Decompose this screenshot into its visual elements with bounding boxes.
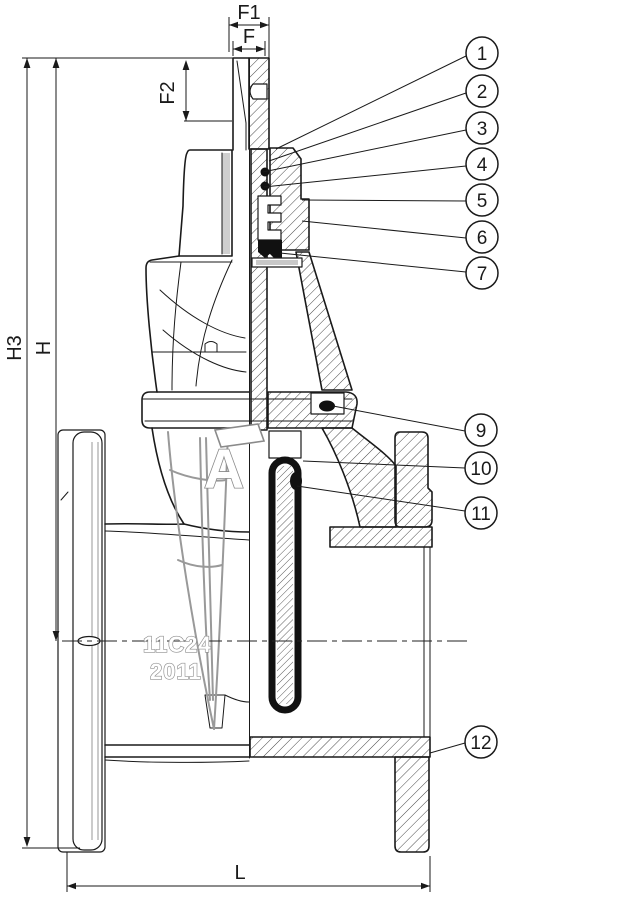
callout-11: 11 — [464, 496, 498, 530]
leader-lines — [262, 55, 467, 754]
stem-section-top — [248, 57, 270, 150]
pipe-wall-lower-section — [249, 736, 431, 758]
bonnet-dome-outline — [145, 255, 180, 393]
dim-f1-label: F1 — [237, 2, 260, 24]
bonnet-neck-wall-section — [295, 251, 353, 391]
stem-cap — [178, 149, 233, 257]
thread-relief — [249, 83, 268, 100]
callout-2: 2 — [465, 74, 499, 108]
callout-9: 9 — [464, 413, 498, 447]
wedge-nut-pocket — [268, 430, 302, 459]
bonnet-joint-details — [268, 392, 345, 714]
dim-l-label: L — [234, 862, 245, 884]
svg-text:12: 12 — [470, 733, 491, 754]
wedge-rubber-core — [277, 466, 293, 704]
svg-text:5: 5 — [477, 191, 488, 212]
svg-text:10: 10 — [470, 459, 491, 480]
svg-text:7: 7 — [477, 264, 488, 285]
dimensions: H3 H F2 F1 F L — [4, 2, 431, 892]
flange-bottom-right-section — [394, 756, 430, 853]
wedge-rubber-outline — [268, 456, 302, 714]
stem-seal — [258, 240, 282, 258]
body-neck-view — [151, 427, 185, 525]
seat-pocket-view — [204, 694, 250, 729]
svg-text:1: 1 — [477, 44, 488, 65]
body-wall-section — [321, 427, 397, 528]
tube-top-edge — [104, 522, 250, 533]
dim-f2-label: F2 — [157, 81, 179, 104]
svg-text:11: 11 — [471, 504, 491, 525]
cast-year: 2011 — [150, 659, 202, 684]
tube-bottom-edge — [104, 744, 250, 758]
dim-h-label: H — [33, 341, 55, 355]
callout-6: 6 — [465, 220, 499, 254]
svg-text:6: 6 — [477, 228, 488, 249]
stem-section-body — [250, 148, 268, 431]
callouts: 1 2 3 4 5 6 7 9 10 11 12 — [464, 36, 499, 759]
flange-top-right-section — [394, 431, 433, 528]
svg-text:4: 4 — [477, 155, 488, 176]
callout-1: 1 — [465, 36, 499, 70]
svg-text:9: 9 — [476, 421, 487, 442]
dim-h3-label: H3 — [4, 335, 26, 361]
svg-text:3: 3 — [477, 119, 488, 140]
callout-7: 7 — [465, 256, 499, 290]
stem-taper-line — [236, 60, 247, 151]
stem-bushing — [257, 195, 282, 241]
bonnet-bolt — [319, 400, 335, 412]
callout-5: 5 — [465, 183, 499, 217]
logo-letter: A — [204, 437, 244, 500]
wedge-view-gray — [167, 431, 229, 730]
pipe-wall-upper-section — [329, 526, 433, 548]
wedge-rubber-lug — [290, 472, 302, 490]
o-ring-lower — [260, 181, 270, 191]
callout-4: 4 — [465, 147, 499, 181]
dim-f-label: F — [243, 26, 255, 48]
logo-flag — [213, 423, 266, 448]
callout-10: 10 — [464, 451, 498, 485]
bonnet-flange-view — [141, 391, 250, 429]
callout-12: 12 — [464, 725, 498, 759]
svg-text:2: 2 — [477, 82, 488, 103]
cast-code: 11C24 — [143, 632, 212, 657]
callout-3: 3 — [465, 111, 499, 145]
cast-marks: A 11C24 2011 — [142, 423, 266, 685]
stem-view-outline — [232, 57, 250, 151]
stuffing-box-details — [249, 83, 303, 268]
